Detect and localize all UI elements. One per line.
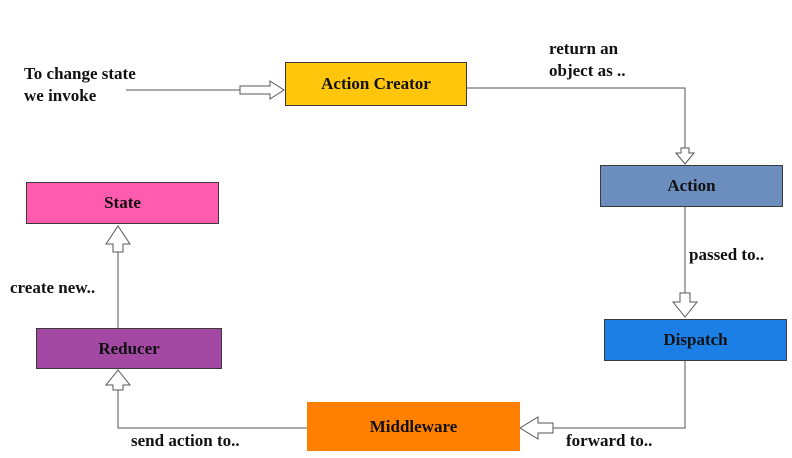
node-state: State: [26, 182, 219, 224]
edge-label-passed: passed to..: [689, 245, 765, 264]
edge-return-line: [467, 87, 686, 148]
node-reducer: Reducer: [36, 328, 222, 369]
node-middleware: Middleware: [307, 402, 520, 451]
node-reducer-label: Reducer: [98, 338, 160, 358]
edge-label-intro-line2: we invoke: [24, 86, 97, 105]
arrow-into-middleware: [519, 416, 554, 440]
arrow-into-dispatch: [671, 292, 699, 318]
edge-label-intro-line1: To change state: [24, 64, 136, 83]
edge-label-return-line1: return an: [549, 39, 619, 58]
arrow-into-action: [674, 147, 696, 165]
node-middleware-label: Middleware: [369, 416, 458, 436]
edge-label-send: send action to..: [131, 431, 240, 450]
edge-label-forward: forward to..: [566, 431, 653, 450]
arrow-into-action-creator: [239, 80, 285, 100]
node-dispatch-label: Dispatch: [663, 330, 728, 349]
arrow-into-reducer: [104, 369, 132, 391]
node-action-label: Action: [667, 176, 716, 195]
edge-label-create: create new..: [10, 278, 96, 297]
node-action-creator: Action Creator: [285, 62, 467, 106]
edge-label-return-line2: object as ..: [549, 61, 626, 80]
node-action-creator-label: Action Creator: [321, 74, 431, 93]
arrow-into-state: [105, 225, 131, 253]
edge-send-line: [117, 390, 307, 429]
node-dispatch: Dispatch: [604, 319, 787, 361]
edge-forward-line: [553, 361, 686, 429]
node-state-label: State: [104, 193, 141, 212]
node-action: Action: [600, 165, 783, 207]
